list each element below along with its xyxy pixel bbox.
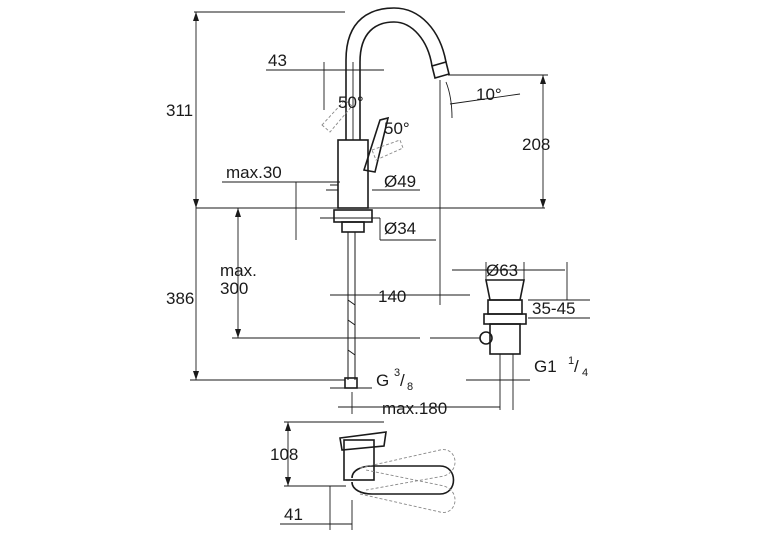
- label-max300-line1: max.: [220, 261, 257, 280]
- faucet-body: [337, 139, 369, 209]
- spout-tip: [431, 61, 450, 79]
- plan-body: [343, 439, 375, 481]
- handle-ghost-right: [371, 139, 404, 161]
- label-d49: Ø49: [384, 172, 416, 191]
- label-41: 41: [284, 505, 303, 524]
- label-10deg: 10°: [476, 85, 502, 104]
- plan-spout-ghost-1: [359, 449, 456, 491]
- svg-text:1: 1: [568, 355, 574, 367]
- svg-text:3: 3: [394, 367, 400, 379]
- waste-pivot: [479, 331, 493, 345]
- svg-text:4: 4: [582, 367, 588, 379]
- spout-inner: [359, 21, 433, 140]
- dim-386-arrow: [193, 371, 199, 380]
- mounting-shank: [341, 221, 365, 233]
- label-50deg-2: 50°: [384, 119, 410, 138]
- label-43: 43: [268, 51, 287, 70]
- spout-outer: [345, 7, 447, 140]
- label-35-45: 35-45: [532, 299, 575, 318]
- handle-ghost-left: [321, 99, 353, 133]
- faucet-side-view: [196, 7, 545, 389]
- waste-assembly: [479, 279, 527, 410]
- label-max300-line2: 300: [220, 279, 248, 298]
- plan-handle: [339, 431, 387, 451]
- handle-lever: [362, 116, 390, 173]
- popup-knob: [326, 184, 338, 191]
- label-386: 386: [166, 289, 194, 308]
- label-311: 311: [166, 101, 193, 120]
- label-g114: G1 1 / 4: [534, 355, 588, 379]
- waste-nut: [487, 299, 523, 315]
- hose-braid: [347, 299, 356, 356]
- plan-spout: [351, 465, 455, 495]
- label-max30: max.30: [226, 163, 282, 182]
- dimension-lines: [190, 11, 590, 530]
- label-max180: max.180: [382, 399, 447, 418]
- mounting-nut: [333, 209, 373, 223]
- waste-locknut: [483, 313, 527, 325]
- label-140: 140: [378, 287, 406, 306]
- svg-text:/: /: [574, 357, 579, 376]
- supply-hose: [347, 232, 356, 380]
- waste-flange: [485, 279, 525, 301]
- label-d63: Ø63: [486, 261, 518, 280]
- svg-text:/: /: [400, 371, 405, 390]
- svg-text:G: G: [376, 371, 389, 390]
- plan-view: [329, 431, 456, 530]
- label-50deg-1: 50°: [338, 93, 364, 112]
- label-208: 208: [522, 135, 550, 154]
- dim-10deg-line: [449, 93, 521, 105]
- label-g38: G 3 / 8: [376, 367, 413, 393]
- dimension-labels: 311 386 43 50° 50° 10° 208 max.30 Ø49 Ø3…: [166, 51, 588, 524]
- label-108: 108: [270, 445, 298, 464]
- waste-body: [489, 323, 521, 355]
- svg-text:8: 8: [407, 381, 413, 393]
- label-d34: Ø34: [384, 219, 416, 238]
- svg-text:G1: G1: [534, 357, 557, 376]
- plan-spout-ghost-2: [359, 469, 456, 513]
- dim-10deg-arc: [445, 81, 453, 119]
